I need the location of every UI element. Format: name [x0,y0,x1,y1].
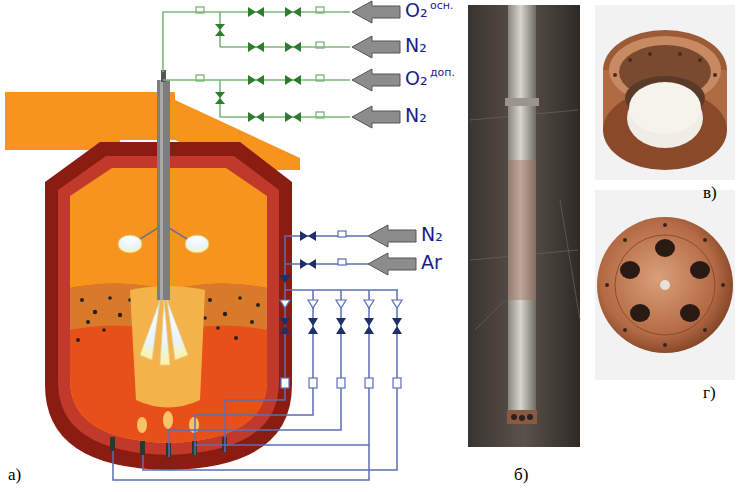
gas-label: N₂ [405,105,427,126]
figure-letter: г) [703,384,716,403]
figure-letter: б) [514,466,528,485]
figure-letter: в) [703,184,717,203]
gas-label: O₂ [405,0,428,21]
gas-label: N₂ [421,224,443,245]
gas-label: N₂ [405,35,427,56]
gas-label: O₂ [405,68,428,89]
gas-superscript: осн. [430,0,453,12]
gas-superscript: доп. [430,67,455,79]
gas-label: Ar [421,252,442,273]
figure-letter: а) [8,466,21,485]
